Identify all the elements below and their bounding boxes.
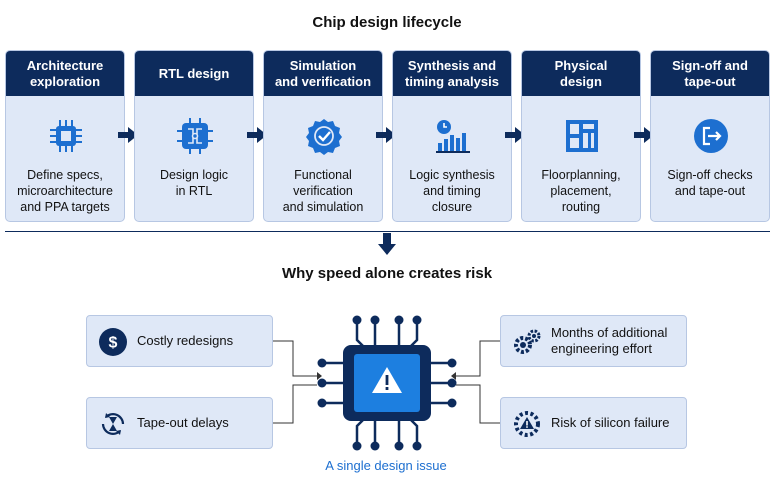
stage-description: Define specs, microarchitecture and PPA … <box>17 168 113 214</box>
check-badge-icon <box>306 119 342 155</box>
exit-arrow-icon <box>694 119 728 153</box>
risk-label: Risk of silicon failure <box>551 415 670 430</box>
svg-text:$: $ <box>109 335 118 352</box>
circuit-chip-icon <box>177 118 213 154</box>
flow-arrow-icon <box>634 127 654 143</box>
dollar-icon: $ <box>99 328 127 356</box>
flow-arrow-icon <box>247 127 267 143</box>
risk-silicon-failure: Risk of silicon failure <box>500 397 687 449</box>
hourglass-cycle-icon <box>101 413 125 435</box>
stage-rtl-design: RTL design Design logic in RTL <box>134 50 254 222</box>
stage-description: Functional verification and simulation <box>282 168 364 214</box>
chip-icon <box>50 120 82 152</box>
gears-icon <box>514 329 541 354</box>
stage-simulation-verification: Simulation and verification Functional v… <box>263 50 383 222</box>
stage-signoff-tapeout: Sign-off and tape-out Sign-off checks an… <box>650 50 770 222</box>
risk-section-title: Why speed alone creates risk <box>281 265 493 282</box>
stage-title: Synthesis and timing analysis <box>405 57 499 89</box>
center-caption: A single design issue <box>325 458 447 473</box>
stage-title: Simulation and verification <box>274 57 372 89</box>
risk-label: Tape-out delays <box>137 415 229 430</box>
stage-header: Physical design <box>522 51 640 96</box>
risk-additional-effort: Months of additional engineering effort <box>500 315 687 367</box>
stage-description: Sign-off checks and tape-out <box>667 168 753 198</box>
stage-title: Sign-off and tape-out <box>672 57 748 89</box>
central-chip-icon <box>317 315 457 451</box>
stage-description: Floorplanning, placement, routing <box>541 168 621 214</box>
flow-arrow-icon <box>376 127 396 143</box>
stage-header: Simulation and verification <box>264 51 382 96</box>
risk-label: Months of additional engineering effort <box>551 325 668 356</box>
section-divider <box>5 231 770 232</box>
stage-description: Logic synthesis and timing closure <box>409 168 495 214</box>
stage-physical-design: Physical design Floorplanning, placement… <box>521 50 641 222</box>
stage-header: RTL design <box>135 51 253 96</box>
flow-arrow-icon <box>505 127 525 143</box>
stage-title: Architecture exploration <box>26 57 104 89</box>
clock-bar-chart-icon <box>436 120 470 153</box>
flow-arrow-icon <box>118 127 138 143</box>
stage-header: Synthesis and timing analysis <box>393 51 511 96</box>
floorplan-icon <box>566 120 598 152</box>
warning-gear-icon <box>514 411 540 437</box>
stage-title: RTL design <box>158 65 230 81</box>
stage-synthesis-timing: Synthesis and timing analysis Logic synt… <box>392 50 512 222</box>
diagram-title: Chip design lifecycle <box>312 14 462 31</box>
down-arrow-icon <box>378 233 396 255</box>
stage-header: Architecture exploration <box>6 51 124 96</box>
stage-description: Design logic in RTL <box>159 168 229 198</box>
risk-tapeout-delays: Tape-out delays <box>86 397 273 449</box>
stage-title: Physical design <box>554 57 608 89</box>
risk-label: Costly redesigns <box>137 333 234 348</box>
risk-costly-redesigns: $ Costly redesigns <box>86 315 273 367</box>
stage-header: Sign-off and tape-out <box>651 51 769 96</box>
